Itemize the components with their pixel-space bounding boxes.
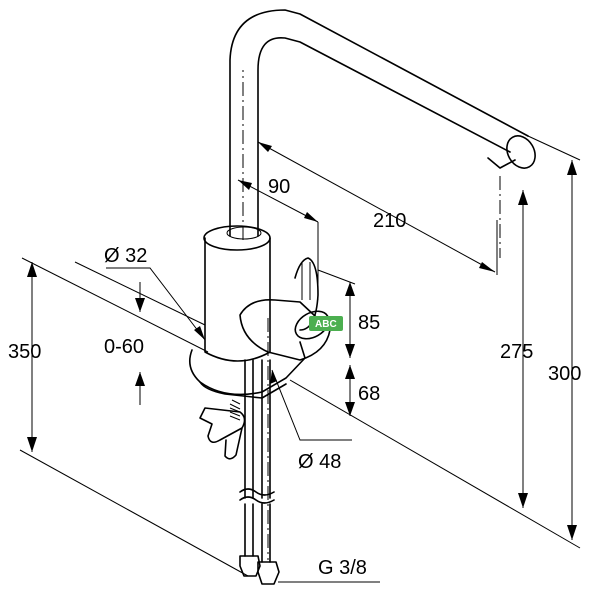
mount-bracket-arm (224, 427, 243, 460)
ext-base-right (289, 379, 581, 549)
arrow-0-60-bottom (135, 372, 145, 386)
arrow-85-top (345, 282, 355, 296)
arrow-350-bottom (27, 437, 37, 452)
arrow-68-top (345, 365, 355, 379)
body-collar (226, 226, 262, 240)
nut-right (257, 561, 280, 585)
label-210: 210 (373, 210, 406, 232)
arrow-210-end (479, 262, 495, 272)
label-0-60: 0-60 (104, 336, 144, 358)
label-thread: G 3/8 (318, 557, 367, 579)
arrow-350-top (27, 262, 37, 277)
lever (239, 298, 331, 361)
dimension-lines (19, 135, 581, 583)
dimension-labels: 90 210 Ø 32 0-60 350 85 68 Ø 48 275 300 … (8, 176, 581, 579)
dim-210-line (257, 141, 496, 273)
ext-top-left (21, 257, 209, 353)
spout-tip (506, 135, 536, 169)
ext-top-right (527, 135, 581, 161)
arrow-68-bottom (345, 402, 355, 416)
arrow-48 (270, 370, 277, 384)
base-plate-lower (199, 381, 287, 399)
leader-48 (271, 369, 352, 441)
lever-slot (301, 262, 311, 300)
arrow-210-start (258, 142, 272, 152)
arrow-300-top (567, 160, 577, 175)
nut-left (239, 555, 261, 577)
arrowheads (27, 142, 577, 540)
watermark-background (309, 316, 343, 331)
spout-inner (257, 37, 511, 237)
leader-32 (106, 267, 206, 341)
arrow-0-60-top (135, 298, 145, 312)
watermark-badge: ABC (309, 316, 343, 331)
label-90: 90 (268, 176, 290, 198)
dim-85-ext (317, 269, 356, 285)
base-plate (189, 341, 306, 396)
mount-bracket (199, 407, 246, 444)
spout-outer (229, 9, 529, 237)
arrow-300-bottom (567, 525, 577, 540)
faucet-outline (189, 9, 536, 585)
body-cylinder (204, 237, 271, 362)
label-300: 300 (548, 363, 581, 385)
label-85: 85 (358, 312, 380, 334)
arrow-90-start (238, 180, 252, 190)
center-lines (242, 70, 501, 560)
arrow-275-bottom (518, 493, 528, 508)
watermark-text: ABC (315, 319, 337, 330)
ext-bottom-left (19, 449, 249, 577)
dim-90-line (237, 179, 319, 223)
arrow-85-bottom (345, 344, 355, 358)
hose-right-lower (261, 503, 271, 563)
aerator (487, 157, 516, 169)
arrow-275-top (518, 190, 528, 205)
arrow-32 (194, 326, 205, 340)
body-top (203, 225, 271, 251)
hose-left-lower (244, 503, 254, 557)
arrow-90-end (304, 212, 318, 222)
label-68: 68 (358, 383, 380, 405)
label-diam-32: Ø 32 (104, 245, 147, 267)
label-350: 350 (8, 341, 41, 363)
threaded-rod (229, 399, 241, 421)
label-275: 275 (500, 341, 533, 363)
label-diam-48: Ø 48 (298, 451, 341, 473)
